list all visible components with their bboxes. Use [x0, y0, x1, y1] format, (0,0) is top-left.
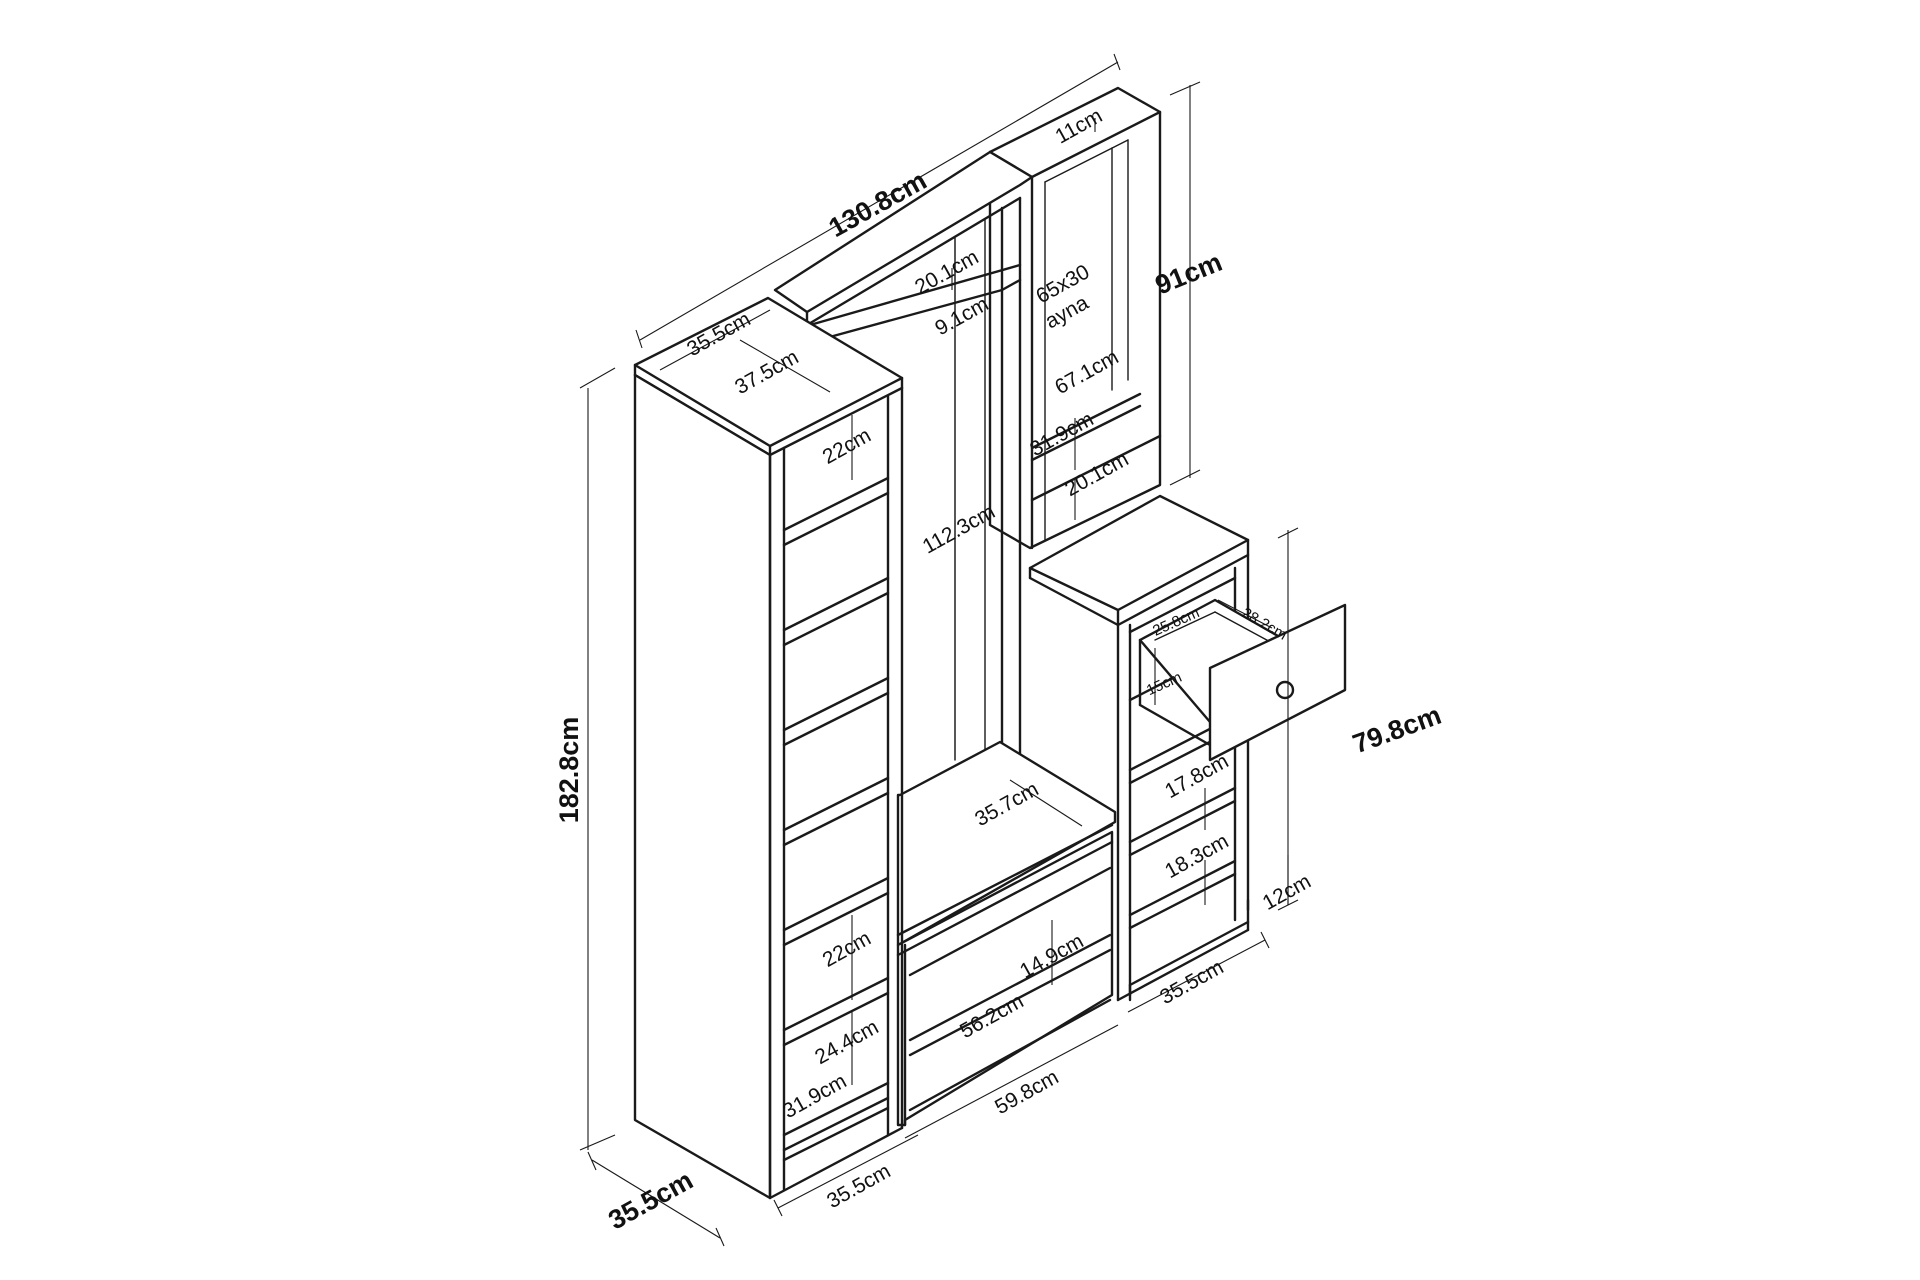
- label-drawer-height: 15cm: [1144, 669, 1184, 699]
- label-left-base-width: 35.5cm: [823, 1160, 894, 1214]
- top-beam: [773, 150, 1034, 327]
- label-right-unit-height: 91cm: [1151, 247, 1226, 301]
- open-drawer: [1138, 598, 1347, 762]
- label-plinth: 12cm: [1259, 870, 1315, 915]
- label-overall-height: 182.8cm: [554, 717, 584, 824]
- right-drawer-unit: [1028, 494, 1347, 1002]
- label-left-bottom-gap-b: 31.9cm: [779, 1070, 850, 1124]
- label-center-top-shelf-depth: 9.1cm: [931, 292, 992, 340]
- label-drawer-unit-height: 79.8cm: [1349, 700, 1445, 760]
- label-center-top-shelf-gap: 20.1cm: [911, 246, 982, 300]
- label-left-lower-gap: 22cm: [819, 927, 875, 972]
- mirror-frame: [988, 86, 1162, 550]
- left-tower-shelves: [782, 476, 890, 1162]
- label-left-bottom-gap-a: 24.4cm: [811, 1016, 882, 1070]
- label-right-base-width: 35.5cm: [1156, 956, 1227, 1010]
- label-right-shelf-gap-b: 18.3cm: [1161, 830, 1232, 884]
- label-center-hang-height: 112.3cm: [919, 500, 999, 558]
- label-left-upper-gap: 22cm: [819, 424, 875, 469]
- center-bay: [808, 196, 1117, 1127]
- dimension-lines: [579, 53, 1299, 1247]
- left-tower: [633, 296, 904, 1200]
- drawer-knob-icon: [1275, 680, 1295, 700]
